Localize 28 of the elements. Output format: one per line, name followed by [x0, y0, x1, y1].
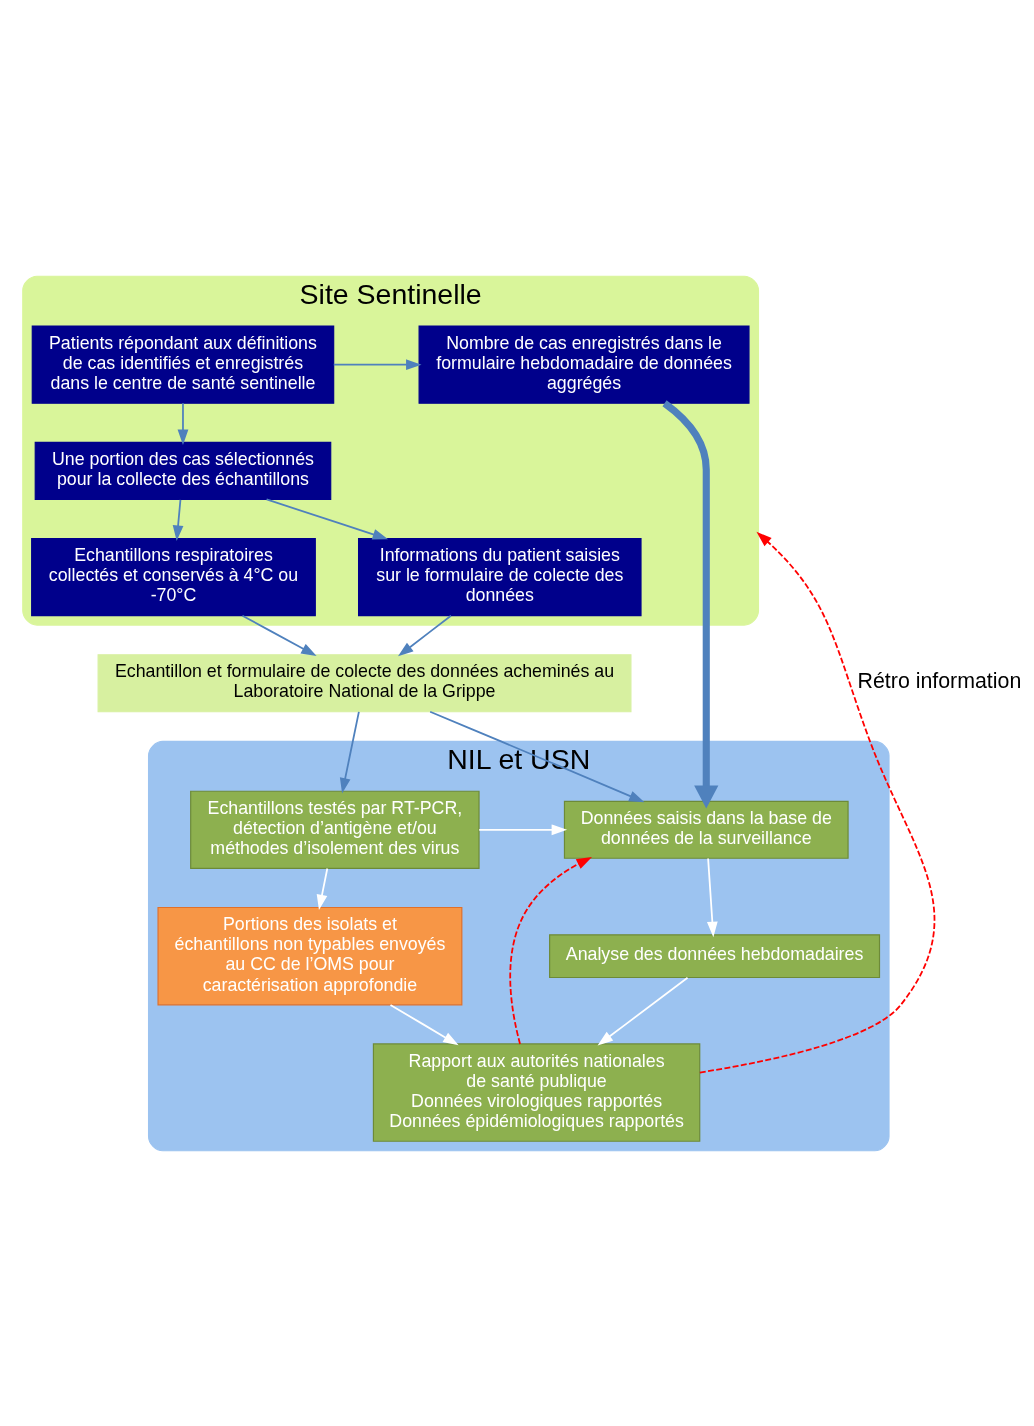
node-box: Rapport aux autorités nationales de santé publique Données virologiques rapportés Données épidémiologiques rapportés — [372, 1042, 701, 1142]
arrow — [332, 358, 422, 370]
arrow — [699, 531, 936, 1073]
arrow — [429, 710, 645, 802]
arrow — [478, 823, 568, 835]
arrow — [398, 614, 452, 656]
node-box: Echantillons testés par RT-PCR, détection d’antigène et/ou méthodes d’isolement des virus — [190, 790, 480, 869]
node-box: Portions des isolats et échantillons non typables envoyés au CC de l’OMS pour caractérisation approfondie — [157, 906, 463, 1005]
arrow — [662, 399, 719, 809]
node-box: Informations du patient saisies sur le formulaire de colecte des données — [358, 537, 642, 616]
arrow — [597, 976, 689, 1045]
arrow — [177, 401, 189, 445]
arrow — [265, 498, 389, 540]
arrow — [241, 614, 317, 656]
arrow — [316, 867, 329, 910]
arrow — [706, 857, 718, 937]
arrow — [509, 856, 593, 1045]
arrow — [172, 498, 184, 541]
node-box: Analyse des données hebdomadaires — [549, 933, 881, 978]
node-box: Une portion des cas sélectionnés pour la collecte des échantillons — [34, 441, 332, 500]
arrow — [389, 1003, 459, 1045]
edge-label: Rétro information — [857, 668, 1022, 693]
node-box: Echantillon et formulaire de colecte des données acheminés au Laboratoire National de la Grippe — [97, 653, 632, 712]
node-box: Patients répondant aux définitions de cas identifiés et enregistrés dans le centre de santé sentinelle — [31, 325, 335, 404]
arrow — [339, 710, 360, 794]
node-box: Echantillons respiratoires collectés et conservés à 4°C ou -70°C — [31, 537, 316, 616]
node-box: Nombre de cas enregistrés dans le formulaire hebdomadaire de données aggrégés — [418, 325, 750, 404]
node-box: Données saisis dans la base de données de la surveillance — [563, 800, 849, 859]
